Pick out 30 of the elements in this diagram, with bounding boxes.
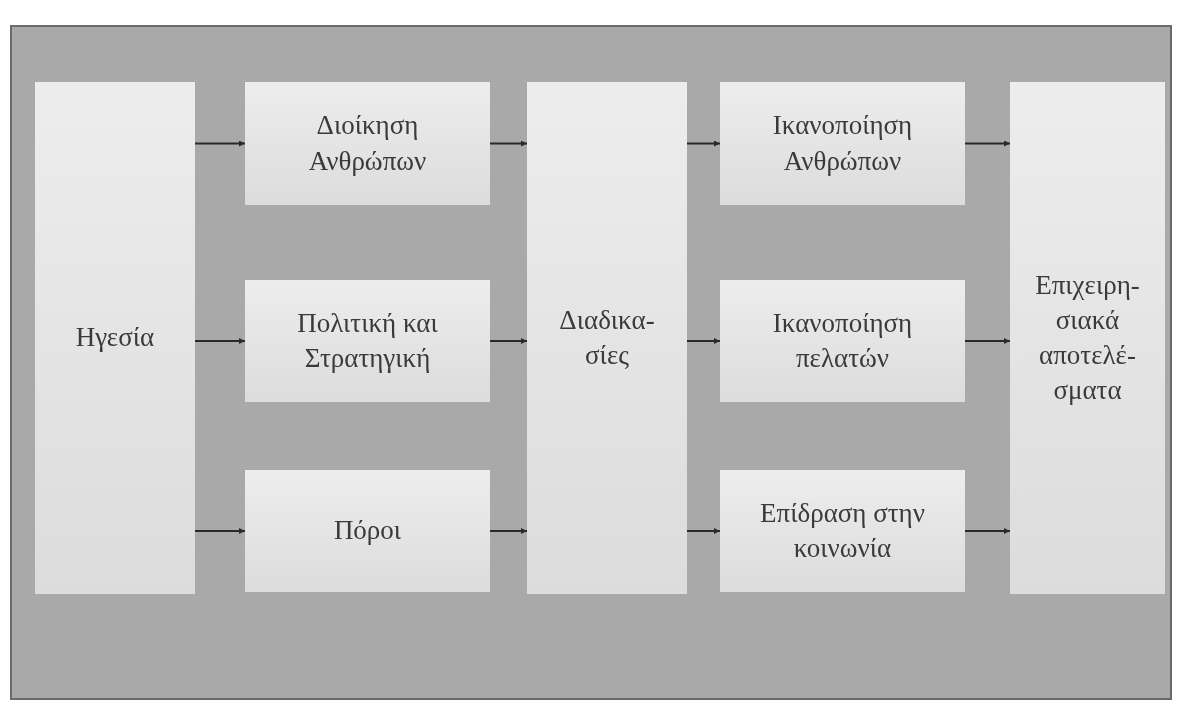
box-label: Πόροι — [333, 514, 402, 548]
process-box — [720, 82, 965, 205]
process-box — [720, 470, 965, 592]
process-box — [245, 470, 490, 592]
process-box — [245, 82, 490, 205]
process-box — [245, 280, 490, 402]
box-label: Πολιτική και Στρατηγική — [296, 306, 439, 375]
arrow — [489, 338, 528, 344]
box-label: Επίδραση στην κοινωνία — [759, 496, 926, 565]
box-label: Ικανοποίηση πελατών — [771, 306, 914, 375]
process-box — [35, 82, 195, 594]
arrow — [964, 338, 1011, 344]
box-label: Διοίκηση Ανθρώπων — [307, 109, 428, 178]
arrow — [194, 338, 246, 344]
process-box — [1010, 82, 1165, 594]
arrow — [489, 140, 528, 147]
arrow — [194, 140, 246, 147]
arrow — [686, 338, 721, 344]
box-label: Επιχειρη- σιακά αποτελέ- σματα — [1034, 268, 1141, 408]
box-label: Ικανοποίηση Ανθρώπων — [771, 109, 914, 178]
arrow — [686, 528, 721, 534]
arrow — [686, 140, 721, 147]
arrow — [964, 528, 1011, 534]
process-box — [527, 82, 687, 594]
arrow — [964, 140, 1011, 147]
box-label: Ηγεσία — [75, 321, 155, 355]
arrow — [194, 528, 246, 534]
arrow — [489, 528, 528, 534]
box-label: Διαδικα- σίες — [558, 303, 656, 372]
process-box — [720, 280, 965, 402]
